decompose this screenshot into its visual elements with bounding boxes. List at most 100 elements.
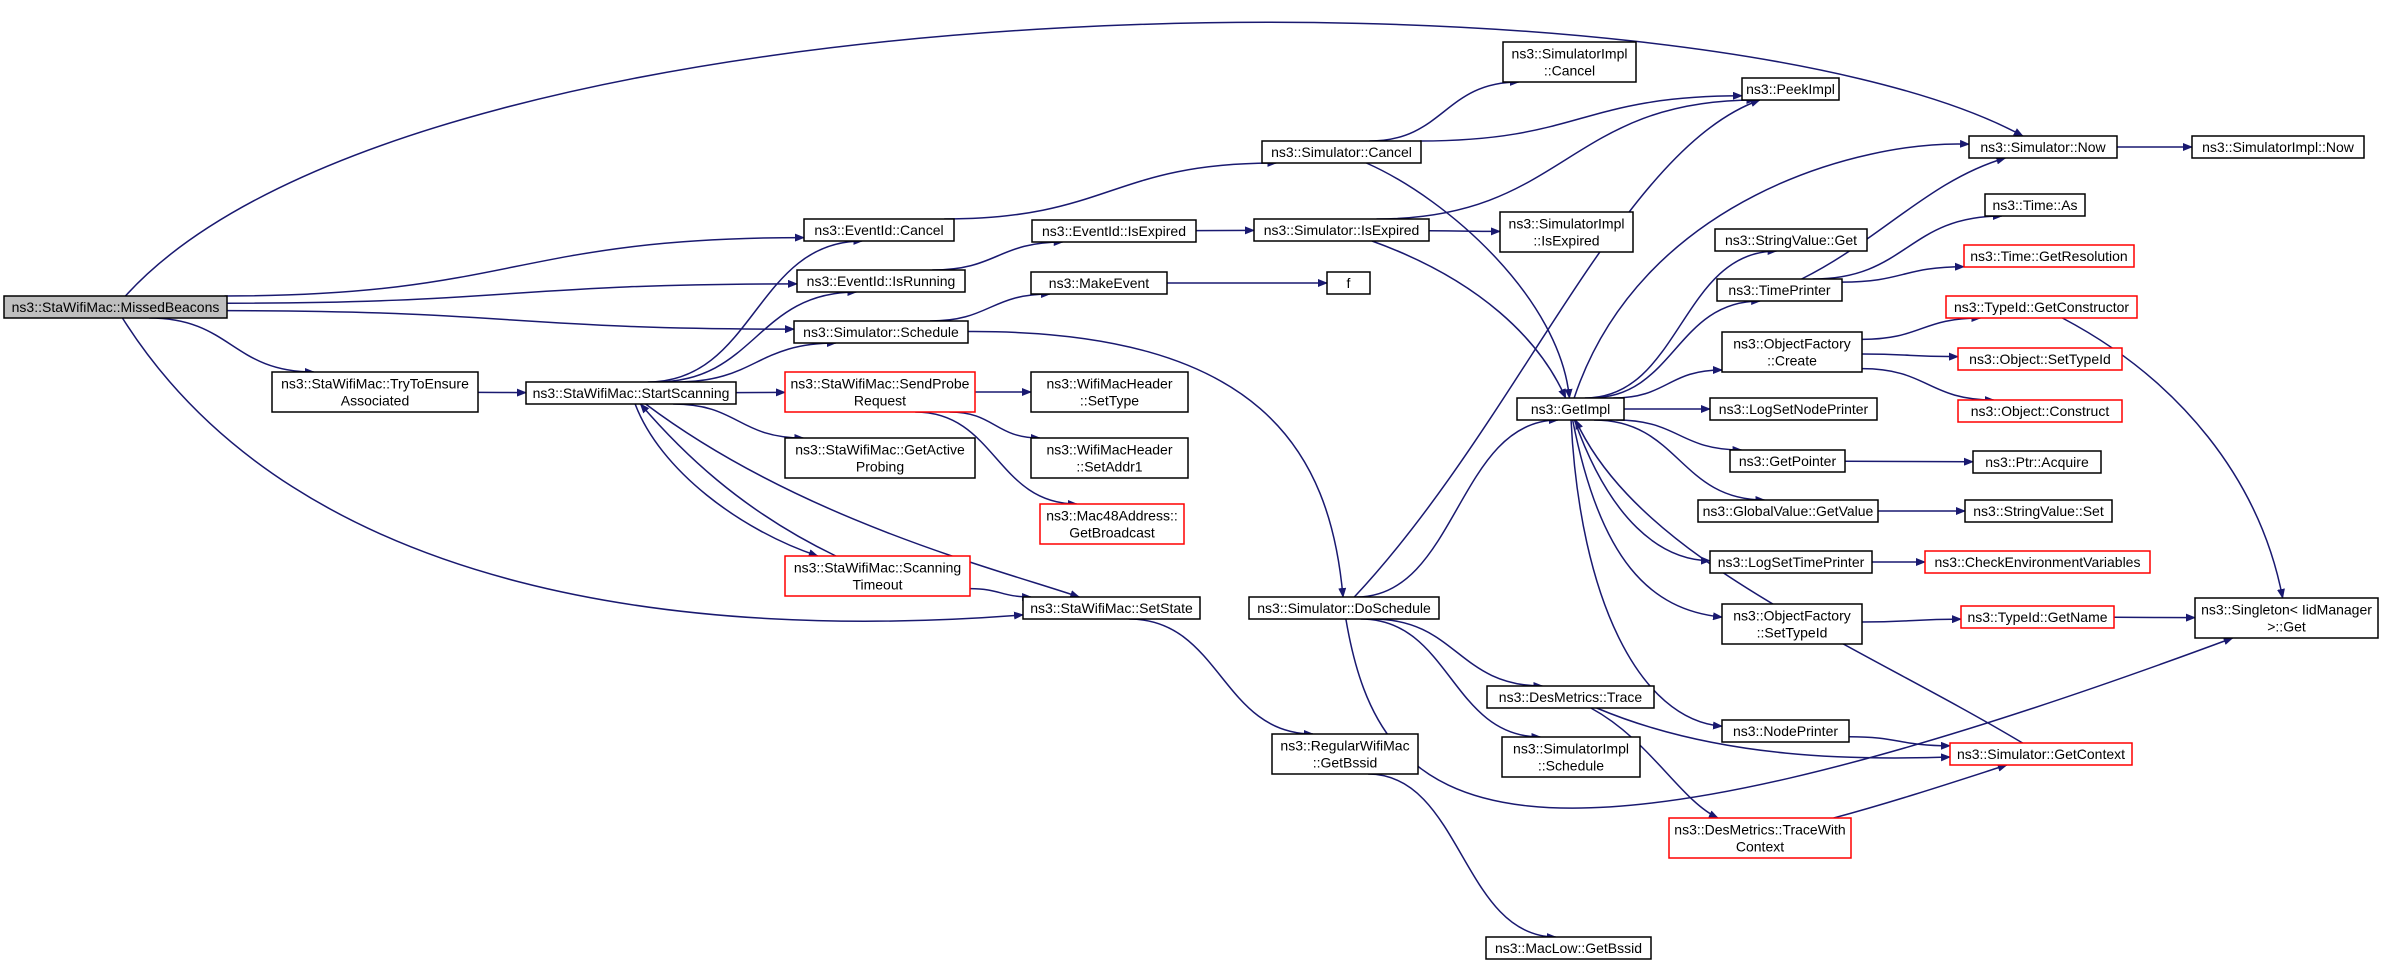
node-label: ns3::GetImpl: [1531, 401, 1610, 417]
node-box: [1030, 437, 1189, 479]
node-label: ns3::SimulatorImpl::Now: [2202, 139, 2355, 155]
node-box: [1709, 550, 1873, 574]
node-timeprinter[interactable]: ns3::TimePrinter: [1716, 278, 1843, 302]
node-box: [1516, 397, 1625, 421]
node-time-as[interactable]: ns3::Time::As: [1984, 193, 2086, 217]
node-box: [1502, 41, 1637, 83]
node-singleton-get[interactable]: ns3::Singleton< IidManager >::Get: [2194, 597, 2379, 639]
edge-send-probe-to-mac48-broadcast: [915, 411, 1078, 508]
node-label: ns3::MakeEvent: [1049, 275, 1149, 291]
node-desmetrics-trace[interactable]: ns3::DesMetrics::Trace: [1486, 685, 1655, 709]
node-box: [1716, 278, 1843, 302]
node-object-construct[interactable]: ns3::Object::Construct: [1957, 399, 2123, 423]
node-label: ns3::DesMetrics::TraceWith: [1674, 822, 1845, 838]
node-sim-schedule[interactable]: ns3::Simulator::Schedule: [793, 320, 969, 344]
node-make-event[interactable]: ns3::MakeEvent: [1030, 271, 1168, 295]
node-label: ns3::CheckEnvironmentVariables: [1935, 554, 2141, 570]
node-sim-now[interactable]: ns3::Simulator::Now: [1968, 135, 2118, 159]
edge-start-scanning-to-set-state: [645, 403, 1081, 598]
edge-getimpl-to-getpointer: [1616, 419, 1743, 454]
node-wifimac-setaddr1[interactable]: ns3::WifiMacHeader::SetAddr1: [1030, 437, 1189, 479]
node-objfactory-create[interactable]: ns3::ObjectFactory::Create: [1721, 331, 1863, 373]
node-simimpl-isexpired[interactable]: ns3::SimulatorImpl::IsExpired: [1499, 211, 1634, 253]
node-objfactory-settypeid[interactable]: ns3::ObjectFactory::SetTypeId: [1721, 603, 1863, 645]
node-simimpl-schedule[interactable]: ns3::SimulatorImpl::Schedule: [1501, 736, 1641, 778]
node-simimpl-cancel[interactable]: ns3::SimulatorImpl::Cancel: [1502, 41, 1637, 83]
edge-getpointer-to-ptr-acquire: [1844, 457, 1974, 466]
node-mac48-broadcast[interactable]: ns3::Mac48Address::GetBroadcast: [1039, 503, 1185, 545]
node-box: [1729, 449, 1846, 473]
node-box: [1721, 603, 1863, 645]
node-label: GetBroadcast: [1069, 525, 1155, 541]
node-nodeprinter[interactable]: ns3::NodePrinter: [1721, 719, 1850, 743]
edge-missed-beacons-to-try-ensure: [149, 317, 315, 376]
node-box: [1022, 596, 1201, 620]
node-label: ns3::RegularWifiMac: [1280, 738, 1409, 754]
node-label: ns3::Time::GetResolution: [1970, 248, 2127, 264]
node-label: ns3::TypeId::GetConstructor: [1954, 299, 2129, 315]
node-stringvalue-get[interactable]: ns3::StringValue::Get: [1714, 228, 1868, 252]
edge-getimpl-to-timeprinter: [1589, 297, 1762, 399]
node-logsettimeprinter[interactable]: ns3::LogSetTimePrinter: [1709, 550, 1873, 574]
node-wifimac-settype[interactable]: ns3::WifiMacHeader::SetType: [1030, 371, 1189, 413]
edge-objfactory-settypeid-to-typeid-getname: [1861, 615, 1962, 624]
node-label: ns3::StaWifiMac::SendProbe: [791, 376, 970, 392]
node-object-settypeid[interactable]: ns3::Object::SetTypeId: [1957, 347, 2123, 371]
edge-trace-with-context-to-sim-getcontext: [1833, 763, 2008, 819]
node-label: ns3::StringValue::Set: [1973, 503, 2104, 519]
node-label: ns3::EventId::IsRunning: [807, 273, 956, 289]
node-box: [1924, 550, 2151, 574]
node-label: ns3::StaWifiMac::StartScanning: [533, 385, 730, 401]
node-box: [1968, 135, 2118, 159]
edge-sim-doschedule-to-peekimpl: [1353, 99, 1761, 598]
edge-start-scanning-to-get-active-probing: [673, 403, 805, 442]
node-box: [271, 371, 479, 413]
node-f[interactable]: f: [1326, 271, 1371, 295]
node-eventid-isrunning[interactable]: ns3::EventId::IsRunning: [796, 269, 966, 293]
node-eventid-cancel[interactable]: ns3::EventId::Cancel: [803, 218, 955, 242]
node-start-scanning[interactable]: ns3::StaWifiMac::StartScanning: [525, 381, 737, 405]
node-regular-getbssid[interactable]: ns3::RegularWifiMac::GetBssid: [1271, 733, 1419, 775]
node-typeid-getconstructor[interactable]: ns3::TypeId::GetConstructor: [1945, 295, 2138, 319]
node-getimpl[interactable]: ns3::GetImpl: [1516, 397, 1625, 421]
edge-getimpl-to-nodeprinter: [1570, 419, 1723, 730]
node-set-state[interactable]: ns3::StaWifiMac::SetState: [1022, 596, 1201, 620]
node-label: ns3::StringValue::Get: [1725, 232, 1857, 248]
node-sim-isexpired[interactable]: ns3::Simulator::IsExpired: [1253, 218, 1430, 242]
node-label: ns3::WifiMacHeader: [1046, 442, 1172, 458]
node-box: [3, 295, 228, 319]
node-box: [1030, 271, 1168, 295]
node-maclow-getbssid[interactable]: ns3::MacLow::GetBssid: [1485, 936, 1652, 960]
node-label: ns3::EventId::Cancel: [814, 222, 943, 238]
node-globalvalue-getvalue[interactable]: ns3::GlobalValue::GetValue: [1697, 499, 1879, 523]
node-check-env[interactable]: ns3::CheckEnvironmentVariables: [1924, 550, 2151, 574]
node-logsetnodeprinter[interactable]: ns3::LogSetNodePrinter: [1709, 397, 1878, 421]
node-sim-cancel[interactable]: ns3::Simulator::Cancel: [1261, 140, 1422, 164]
edge-sim-doschedule-to-simimpl-schedule: [1360, 618, 1542, 741]
node-getpointer[interactable]: ns3::GetPointer: [1729, 449, 1846, 473]
node-box: [1721, 331, 1863, 373]
edge-timeprinter-to-sim-now: [1801, 156, 2007, 280]
node-typeid-getname[interactable]: ns3::TypeId::GetName: [1960, 605, 2115, 629]
node-simimpl-now[interactable]: ns3::SimulatorImpl::Now: [2191, 135, 2365, 159]
node-label: ns3::MacLow::GetBssid: [1495, 940, 1642, 956]
edge-send-probe-to-wifimac-setaddr1: [949, 411, 1041, 442]
node-peekimpl[interactable]: ns3::PeekImpl: [1741, 77, 1840, 101]
node-box: [1501, 736, 1641, 778]
node-ptr-acquire[interactable]: ns3::Ptr::Acquire: [1972, 450, 2102, 474]
node-time-getresolution[interactable]: ns3::Time::GetResolution: [1963, 244, 2135, 268]
node-eventid-isexpired[interactable]: ns3::EventId::IsExpired: [1031, 219, 1197, 243]
edge-sim-doschedule-to-singleton-get: [1345, 618, 2234, 809]
node-stringvalue-set[interactable]: ns3::StringValue::Set: [1964, 499, 2113, 523]
edge-missed-beacons-to-eventid-cancel: [224, 233, 805, 297]
node-sim-getcontext[interactable]: ns3::Simulator::GetContext: [1949, 742, 2133, 766]
node-label: ::Schedule: [1538, 758, 1604, 774]
node-label: ns3::Simulator::GetContext: [1957, 746, 2125, 762]
node-box: [1030, 371, 1189, 413]
node-sim-doschedule[interactable]: ns3::Simulator::DoSchedule: [1248, 596, 1440, 620]
